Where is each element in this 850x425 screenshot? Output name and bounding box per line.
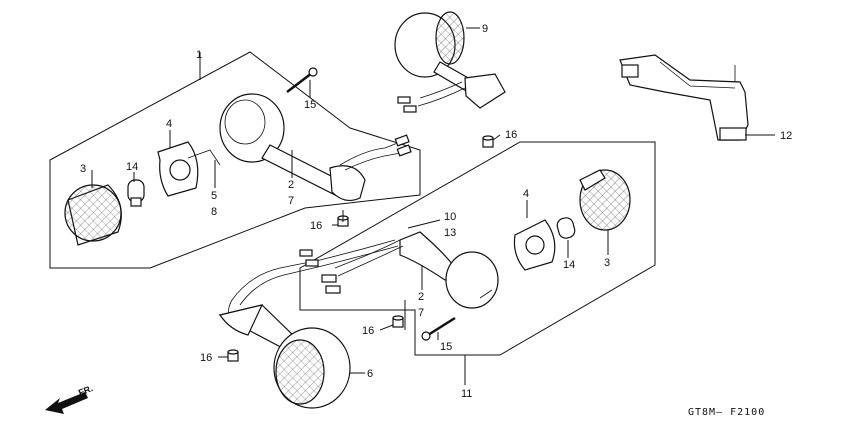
lens-front-left bbox=[64, 184, 122, 246]
nut-16b bbox=[482, 135, 494, 148]
lens-front-right bbox=[579, 169, 631, 231]
callout-13: 13 bbox=[444, 227, 456, 239]
callout-7: 7 bbox=[418, 307, 424, 319]
socket-front-left bbox=[157, 141, 221, 197]
callout-3: 3 bbox=[604, 257, 610, 269]
bulb-front-right bbox=[556, 217, 576, 239]
screw-front-left bbox=[286, 67, 318, 93]
nut-16d bbox=[227, 349, 239, 362]
callout-15: 15 bbox=[440, 341, 452, 353]
assembly-1-outline bbox=[49, 51, 421, 269]
winker-rear-left bbox=[218, 239, 399, 409]
callout-4: 4 bbox=[166, 118, 172, 130]
callout-7: 7 bbox=[288, 195, 294, 207]
callout-2: 2 bbox=[418, 291, 424, 303]
callout-16: 16 bbox=[362, 325, 374, 337]
housing-front-left bbox=[219, 93, 412, 202]
winker-front-right bbox=[321, 231, 499, 309]
leader-lines bbox=[91, 27, 775, 385]
bulb-front-left bbox=[127, 179, 145, 207]
callout-16: 16 bbox=[505, 129, 517, 141]
callout-11: 11 bbox=[461, 388, 472, 400]
callout-6: 6 bbox=[367, 368, 373, 380]
callout-14: 14 bbox=[563, 259, 575, 271]
front-direction-arrow: FR. bbox=[45, 383, 94, 414]
assembly-11-outline bbox=[299, 141, 656, 356]
callout-9: 9 bbox=[482, 23, 488, 35]
socket-front-right bbox=[513, 219, 556, 271]
callout-10: 10 bbox=[444, 211, 456, 223]
callout-2: 2 bbox=[288, 179, 294, 191]
callout-4: 4 bbox=[523, 188, 529, 200]
callout-8: 8 bbox=[211, 206, 217, 218]
bracket-12 bbox=[619, 54, 749, 141]
callout-3: 3 bbox=[80, 163, 86, 175]
callout-16: 16 bbox=[310, 220, 322, 232]
callout-12: 12 bbox=[780, 130, 792, 142]
callout-5: 5 bbox=[211, 190, 217, 202]
nut-16c bbox=[392, 315, 404, 328]
callout-1: 1 bbox=[196, 49, 202, 61]
screw-front-right bbox=[421, 316, 456, 341]
front-direction-label: FR. bbox=[77, 383, 94, 398]
winker-rear-right bbox=[394, 11, 506, 113]
callout-14: 14 bbox=[126, 161, 138, 173]
callout-15: 15 bbox=[304, 99, 316, 111]
callout-16: 16 bbox=[200, 352, 212, 364]
diagram-code: GT8M— F2100 bbox=[688, 407, 765, 418]
